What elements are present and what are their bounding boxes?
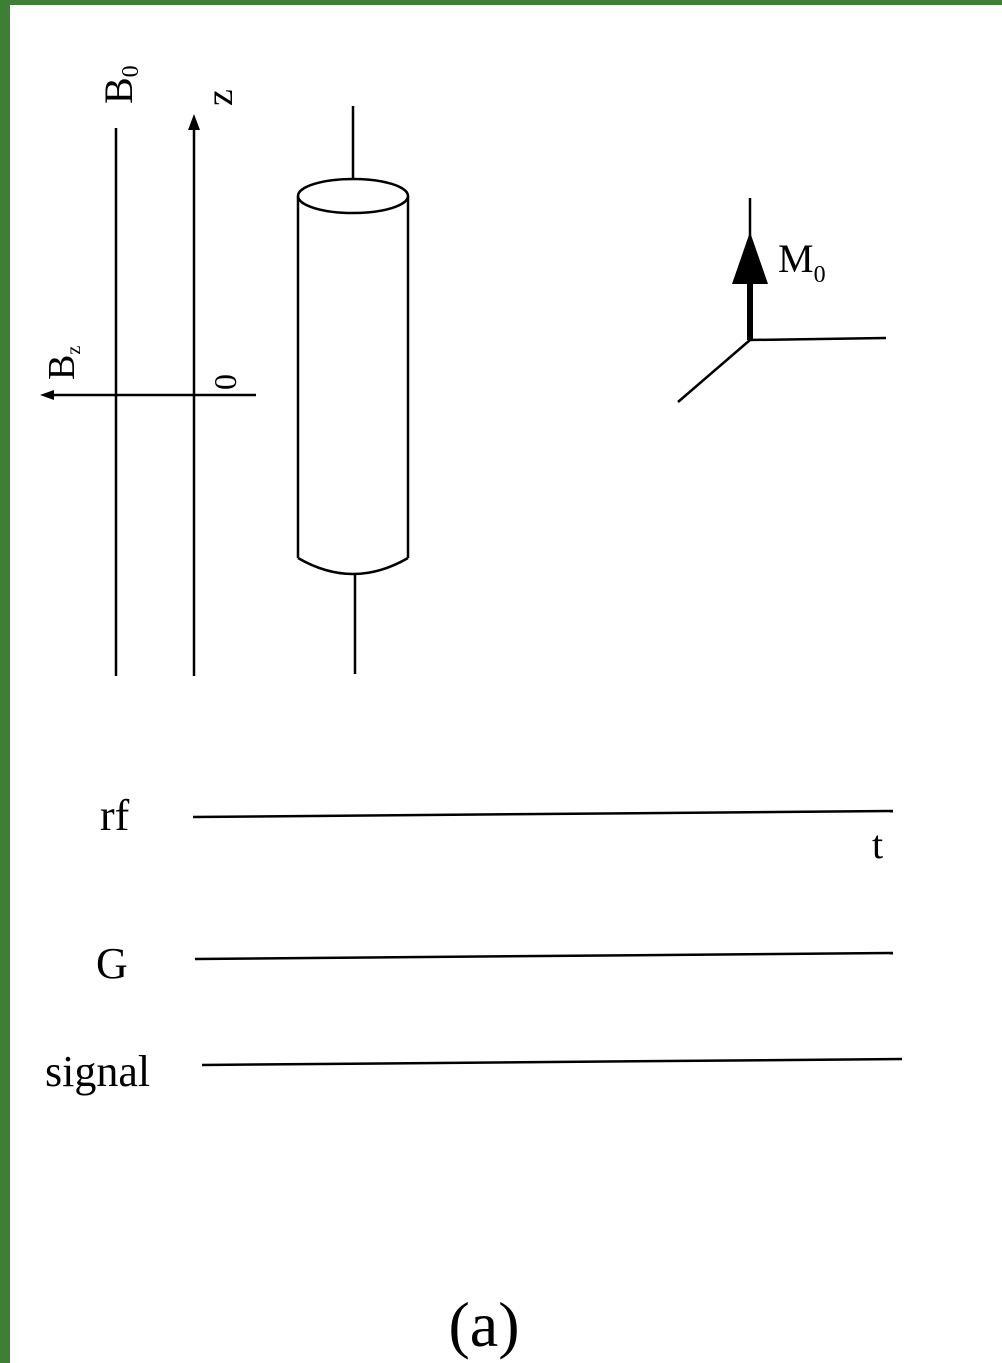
z-axis-arrowhead — [188, 114, 200, 130]
m0-label: M0 — [778, 236, 826, 288]
timing-line-signal — [201, 1057, 903, 1067]
z-axis — [188, 114, 200, 676]
cylinder-top-face — [296, 177, 410, 215]
m0-vector-arrowhead — [732, 232, 768, 284]
time-axis-label: t — [872, 822, 883, 867]
b0-label: B0 — [96, 65, 144, 104]
z-axis-label: z — [199, 89, 241, 106]
timing-row-label-signal: signal — [45, 1047, 150, 1096]
timing-line-rf — [192, 809, 894, 819]
timing-row-label-rf: rf — [100, 791, 130, 840]
bz-label: Bz — [41, 346, 85, 380]
timing-row-label-g: G — [96, 939, 128, 988]
bz-axis — [40, 390, 256, 400]
sample-cylinder — [296, 106, 410, 674]
m-axis-x — [749, 336, 887, 342]
timing-line-g — [194, 951, 894, 961]
panel-label: (a) — [448, 1289, 519, 1360]
m-axis-y — [677, 339, 751, 403]
cylinder-bottom-edge — [297, 556, 409, 576]
magnetization-axes — [677, 198, 887, 403]
origin-label: 0 — [207, 374, 243, 390]
bz-axis-arrowhead — [40, 390, 54, 400]
timing-diagram: rf t G signal — [45, 791, 903, 1096]
